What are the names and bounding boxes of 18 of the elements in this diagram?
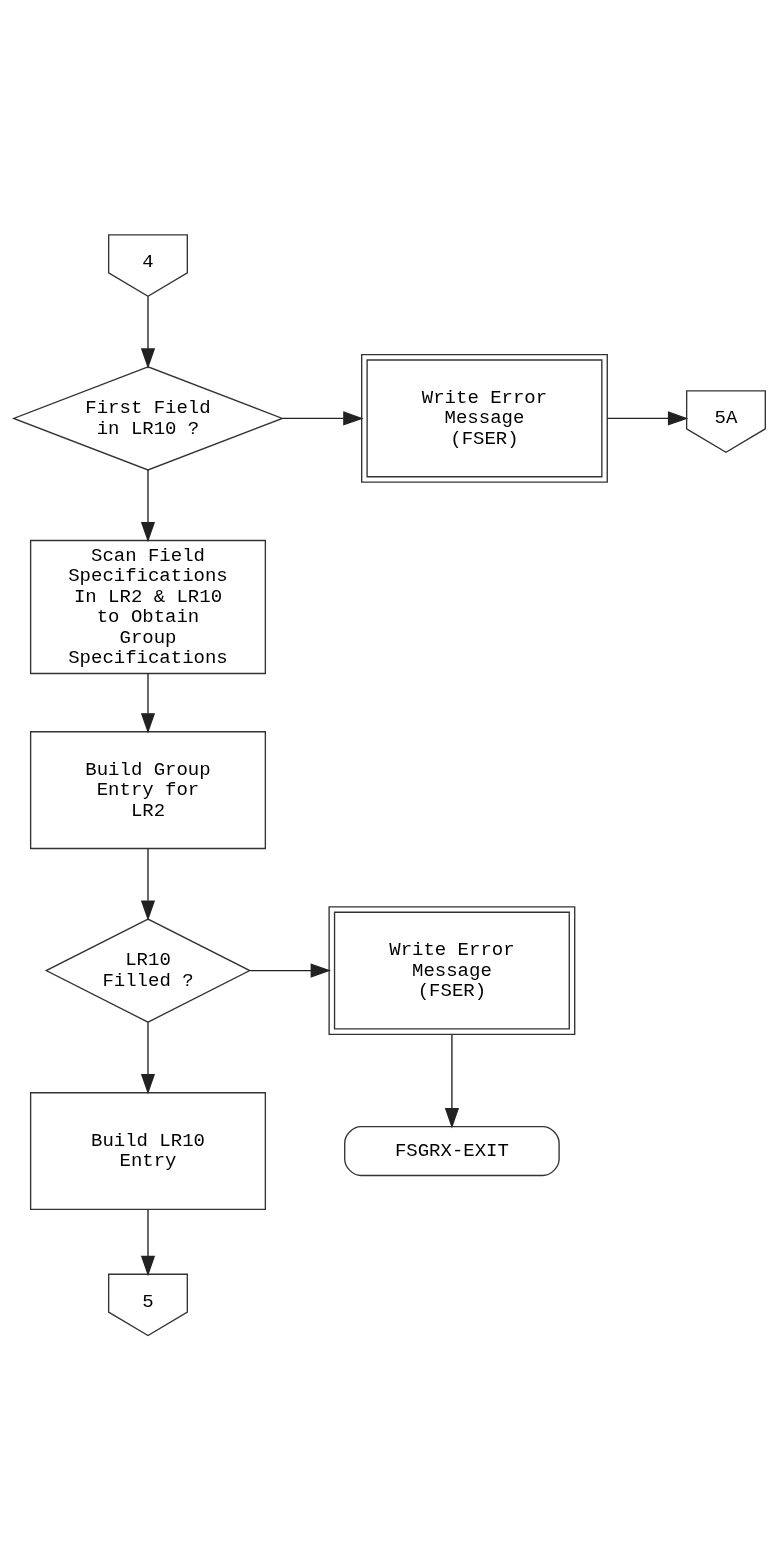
arrow — [140, 672, 156, 734]
node-box: Write Error Message (FSER) — [328, 905, 576, 1035]
node-box: Scan Field Specifications In LR2 & LR10 to Obtain Group Specifications — [29, 539, 267, 674]
node-box: Build Group Entry for LR2 — [29, 730, 267, 849]
arrow — [282, 410, 364, 425]
node-box: Write Error Message (FSER) — [361, 353, 608, 483]
arrow — [249, 962, 331, 978]
arrow — [140, 1021, 156, 1094]
arrow — [140, 295, 156, 369]
node-diamond: First Field in LR10 ? — [11, 365, 285, 471]
arrow — [140, 468, 156, 542]
node-box: Build LR10 Entry — [29, 1091, 267, 1210]
arrow — [444, 1033, 460, 1128]
arrow — [140, 847, 156, 921]
node-box: FSGRX-EXIT — [344, 1125, 560, 1176]
node-diamond: LR10 Filled ? — [44, 917, 252, 1023]
arrow — [606, 410, 689, 425]
arrow — [140, 1208, 156, 1276]
